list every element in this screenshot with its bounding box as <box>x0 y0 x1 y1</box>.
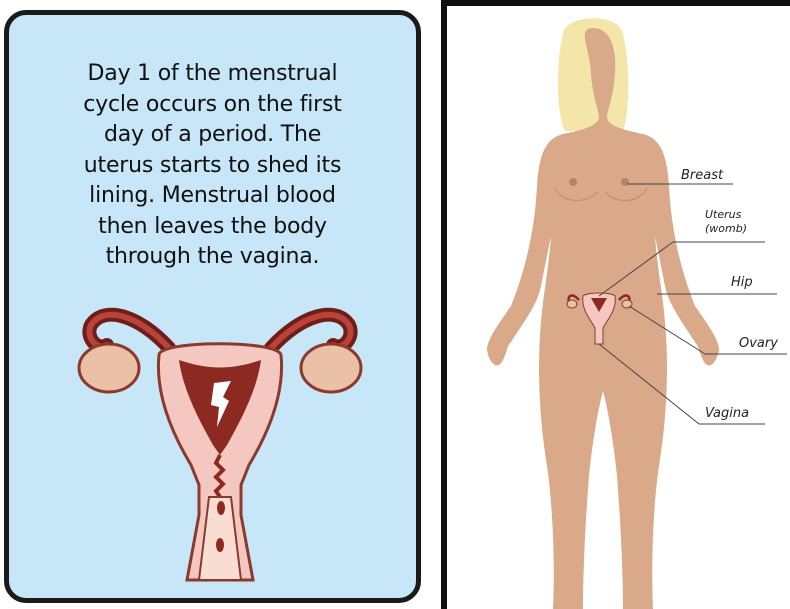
blood-drop <box>216 538 224 552</box>
body-diagram-panel: Breast Uterus (womb) Hip Ovary Vagina <box>441 0 790 609</box>
info-card: Day 1 of the menstrual cycle occurs on t… <box>4 10 421 603</box>
nipple-right <box>621 178 629 186</box>
nipple-left <box>569 178 577 186</box>
label-ovary: Ovary <box>739 336 778 351</box>
label-uterus-sub: (womb) <box>705 222 747 235</box>
label-vagina: Vagina <box>705 406 749 421</box>
uterus-illustration <box>9 15 416 598</box>
blood-drop <box>217 501 225 515</box>
fallopian-tube-right <box>271 315 351 348</box>
label-breast: Breast <box>681 168 724 183</box>
body-diagram: Breast Uterus (womb) Hip Ovary Vagina <box>447 6 790 609</box>
ovary-left <box>79 344 139 392</box>
label-uterus: Uterus <box>705 208 742 221</box>
ovary-right <box>301 344 361 392</box>
fallopian-tube-left <box>89 315 169 348</box>
label-hip: Hip <box>731 275 753 290</box>
